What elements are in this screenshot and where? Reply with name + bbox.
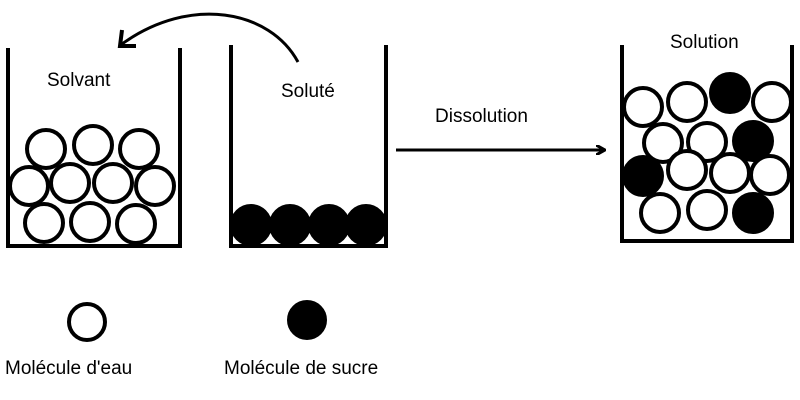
water-molecule — [25, 128, 67, 170]
water-molecule — [622, 86, 664, 128]
solution-label: Solution — [670, 32, 739, 53]
sugar-molecule — [732, 120, 774, 162]
sugar-molecule — [308, 204, 350, 246]
water-molecule — [69, 201, 111, 243]
water-molecule — [686, 189, 728, 231]
water-molecule — [118, 128, 160, 170]
sugar-molecule — [622, 155, 664, 197]
water-molecule — [666, 149, 708, 191]
sugar-molecule — [709, 72, 751, 114]
water-molecule — [709, 152, 751, 194]
sugar-molecule — [732, 192, 774, 234]
transfer-arrow — [121, 12, 300, 63]
legend-water-molecule — [67, 302, 107, 342]
water-molecule — [666, 81, 708, 123]
water-molecule — [639, 192, 681, 234]
solvent-beaker — [6, 48, 182, 248]
sugar-molecule — [230, 204, 272, 246]
legend-water-label: Molécule d'eau — [5, 358, 133, 379]
water-molecule — [749, 154, 791, 196]
legend-sugar-label: Molécule de sucre — [224, 358, 379, 379]
solute-label: Soluté — [281, 81, 335, 102]
solution-beaker — [620, 45, 794, 243]
water-molecule — [72, 124, 114, 166]
solvent-label: Solvant — [47, 70, 111, 91]
water-molecule — [115, 203, 157, 245]
sugar-molecule — [345, 204, 387, 246]
water-molecule — [23, 202, 65, 244]
transfer-arrowhead — [117, 29, 136, 48]
dissolution-label: Dissolution — [435, 106, 528, 127]
water-molecule — [686, 121, 728, 163]
solute-beaker — [229, 45, 388, 248]
sugar-molecule — [269, 204, 311, 246]
water-molecule — [642, 122, 684, 164]
water-molecule — [751, 81, 793, 123]
legend-sugar-molecule — [287, 300, 327, 340]
water-molecule — [49, 162, 91, 204]
water-molecule — [92, 162, 134, 204]
water-molecule — [8, 165, 50, 207]
water-molecule — [134, 165, 176, 207]
